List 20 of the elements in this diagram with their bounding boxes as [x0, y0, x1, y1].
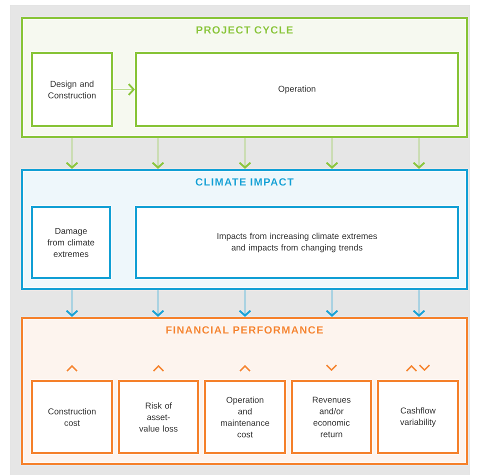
text-box: Risk of asset-value loss: [118, 380, 199, 454]
chevron-arrow: [412, 290, 426, 317]
chevron-arrow: [152, 290, 164, 317]
text-box: Damage from climate extremes: [31, 206, 111, 279]
text-box: Design and Construction: [31, 52, 113, 127]
chevron-arrow: [66, 290, 78, 317]
chevron-arrow: [238, 138, 252, 169]
text-box: Operation: [135, 52, 459, 127]
chevron-arrow: [152, 138, 164, 169]
text-box: Revenues and/or economic return: [291, 380, 372, 454]
chevron-arrow: [326, 138, 338, 169]
text-box: Construction cost: [31, 380, 113, 454]
text-box: Impacts from increasing climate extremes and impacts from changing trends: [135, 206, 459, 279]
text-box: Cashflow variability: [377, 380, 459, 454]
chevron-arrow: [112, 83, 135, 96]
text-box: Operation and maintenance cost: [204, 380, 286, 454]
chevron-arrow: [238, 290, 252, 317]
chevron-arrow: [412, 138, 426, 169]
chevron-arrow: [66, 138, 78, 169]
chevron-arrow: [326, 290, 338, 317]
